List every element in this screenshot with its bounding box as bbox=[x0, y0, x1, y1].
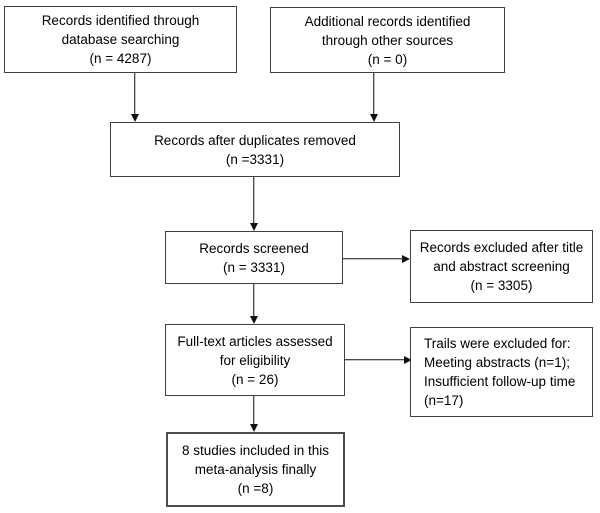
box-records-after-duplicates-removed: Records after duplicates removed (n =333… bbox=[110, 122, 400, 177]
arrow-database-to-duplicates bbox=[130, 73, 139, 122]
box-records-screened: Records screened (n = 3331) bbox=[165, 231, 343, 284]
box-fulltext-assessed: Full-text articles assessed for eligibil… bbox=[165, 324, 345, 396]
box-text-line: database searching bbox=[61, 32, 180, 47]
box-text-line: (n=17) bbox=[424, 393, 464, 408]
box-text-line: (n = 0) bbox=[367, 51, 408, 67]
arrow-fulltext-to-included bbox=[249, 396, 258, 432]
box-text-line: for eligibility bbox=[219, 352, 291, 368]
box-text-line: Records excluded after title bbox=[419, 240, 584, 255]
arrow-screened-to-fulltext bbox=[249, 284, 258, 324]
box-text-line: (n = 3305) bbox=[470, 278, 533, 293]
box-text-line: (n =3331) bbox=[225, 151, 285, 167]
box-text-line: meta-analysis finally bbox=[194, 462, 317, 477]
arrow-fulltext-to-trials-excluded bbox=[345, 355, 412, 364]
box-text-line: Insufficient follow-up time bbox=[424, 374, 576, 389]
box-text-line: Records identified through bbox=[41, 13, 200, 28]
box-trials-excluded: Trails were excluded for: Meeting abstra… bbox=[410, 327, 593, 417]
box-text-line: Meeting abstracts (n=1); bbox=[424, 355, 570, 370]
arrow-screened-to-excluded bbox=[343, 254, 410, 263]
box-text-line: Trails were excluded for: bbox=[424, 336, 571, 351]
box-text-line: Records after duplicates removed bbox=[154, 132, 356, 148]
box-studies-included-final: 8 studies included in this meta-analysis… bbox=[166, 432, 345, 507]
box-text-line: (n = 26) bbox=[231, 371, 279, 387]
box-text-line: (n = 4287) bbox=[89, 51, 152, 66]
box-text-line: Records screened bbox=[199, 240, 309, 256]
box-text-line: and abstract screening bbox=[433, 259, 570, 274]
box-text-line: Full-text articles assessed bbox=[177, 333, 333, 349]
box-text-line: Additional records identified bbox=[304, 13, 471, 29]
box-text-line: (n = 3331) bbox=[223, 259, 285, 275]
box-records-excluded-title-abstract: Records excluded after title and abstrac… bbox=[410, 230, 593, 303]
box-text-line: (n =8) bbox=[237, 481, 274, 496]
box-additional-records-other-sources: Additional records identified through ot… bbox=[270, 7, 505, 73]
box-text-line: 8 studies included in this bbox=[181, 443, 330, 458]
arrow-other-sources-to-duplicates bbox=[369, 73, 378, 122]
box-text-line: through other sources bbox=[321, 32, 454, 48]
box-records-identified-database: Records identified through database sear… bbox=[4, 6, 237, 73]
arrow-duplicates-to-screened bbox=[249, 177, 258, 231]
